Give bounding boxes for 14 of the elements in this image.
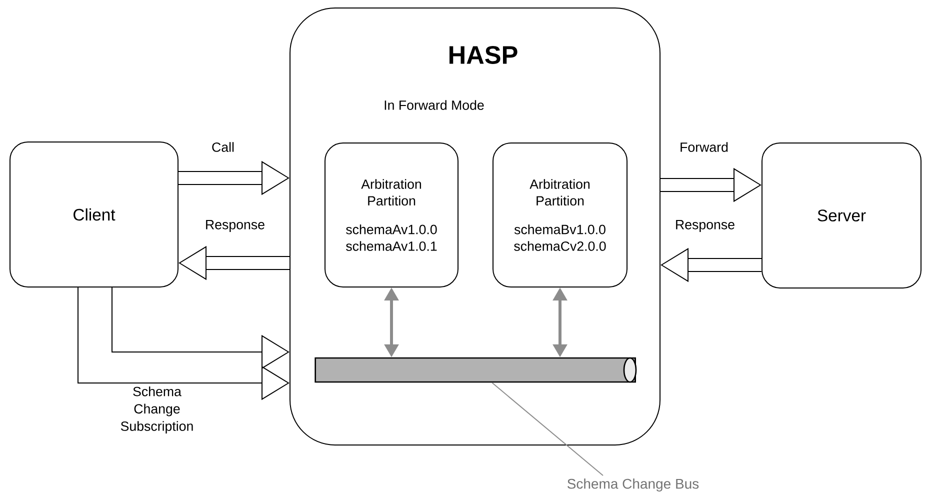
bus-label: Schema Change Bus xyxy=(567,478,699,492)
partition-box: Arbitration Partition schemaBv1.0.0 schemaCv2.0.0 xyxy=(492,142,628,288)
component-box: Client xyxy=(10,142,178,288)
edge-label: Response xyxy=(676,220,734,232)
partition-box: Arbitration Partition schemaAv1.0.0 schemaAv1.0.1 xyxy=(324,142,458,288)
leader-line xyxy=(492,382,604,476)
edge-label: Forward xyxy=(680,142,728,152)
mode-label: In Forward Mode xyxy=(384,100,484,110)
edge-label: Call xyxy=(212,142,234,152)
component-box: Server xyxy=(762,142,922,288)
edge-label: Response xyxy=(206,220,264,232)
edge-label: Schema Change Subscription xyxy=(120,386,193,434)
bus-cylinder xyxy=(314,357,637,383)
system-title: HASP xyxy=(450,46,518,64)
